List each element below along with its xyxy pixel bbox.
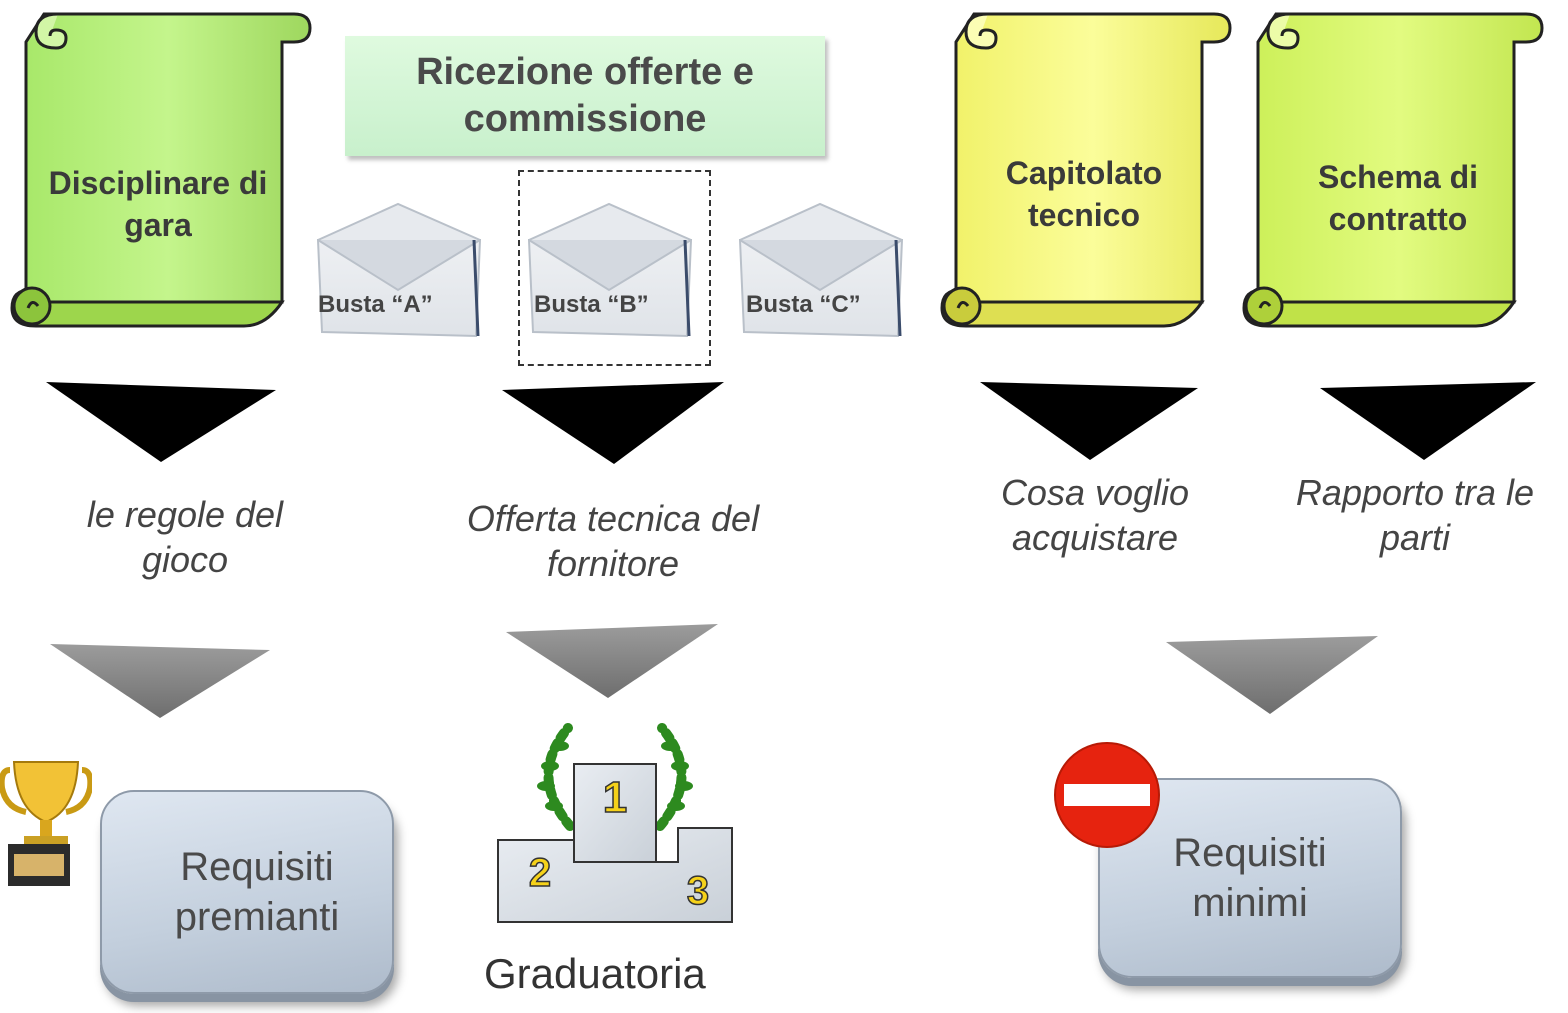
podium-icon: 1 2 3: [497, 723, 733, 923]
schema-label: Schema di contratto: [1317, 159, 1479, 237]
desc-disciplinare: le regole del gioco: [86, 494, 284, 580]
requisiti-minimi-box: Requisiti minimi: [1098, 778, 1402, 978]
trophy-icon: [0, 761, 92, 886]
reception-box: Ricezione offerte e commissione: [345, 36, 825, 156]
black-arrow-3: [980, 382, 1198, 460]
scroll-icon: [10, 12, 312, 328]
scroll-icon: [940, 12, 1232, 328]
envelope-b-label: Busta “B”: [534, 291, 649, 318]
desc-capitolato: Cosa voglio acquistare: [1000, 472, 1190, 558]
scroll-icon: [1242, 12, 1544, 328]
black-arrow-2: [502, 382, 724, 464]
disciplinare-label: Disciplinare di gara: [48, 165, 268, 243]
desc-schema: Rapporto tra le parti: [1295, 472, 1535, 558]
gray-arrow-3: [1166, 636, 1378, 714]
desc-busta-b: Offerta tecnica del fornitore: [466, 498, 760, 584]
black-arrow-4: [1320, 382, 1536, 460]
podium-place-1: 1: [603, 773, 627, 822]
envelope-a-label: Busta “A”: [318, 291, 433, 318]
capitolato-label: Capitolato tecnico: [1005, 155, 1163, 233]
podium-place-3: 3: [687, 869, 709, 913]
gray-arrow-2: [506, 624, 718, 698]
gray-arrow-1: [50, 644, 270, 718]
requisiti-premianti-box: Requisiti premianti: [100, 790, 394, 994]
graduatoria-label: Graduatoria: [484, 950, 706, 997]
envelope-c-label: Busta “C”: [746, 291, 861, 318]
envelope-a-icon: [316, 202, 482, 338]
requisiti-minimi-label: Requisiti minimi: [1173, 831, 1327, 925]
podium-place-2: 2: [529, 851, 551, 895]
requisiti-premianti-label: Requisiti premianti: [174, 845, 340, 939]
envelope-c-icon: [738, 202, 904, 338]
black-arrow-1: [46, 382, 276, 462]
envelope-b-icon: [527, 202, 693, 338]
selection-frame: [518, 170, 711, 366]
no-entry-icon: [1054, 742, 1160, 848]
